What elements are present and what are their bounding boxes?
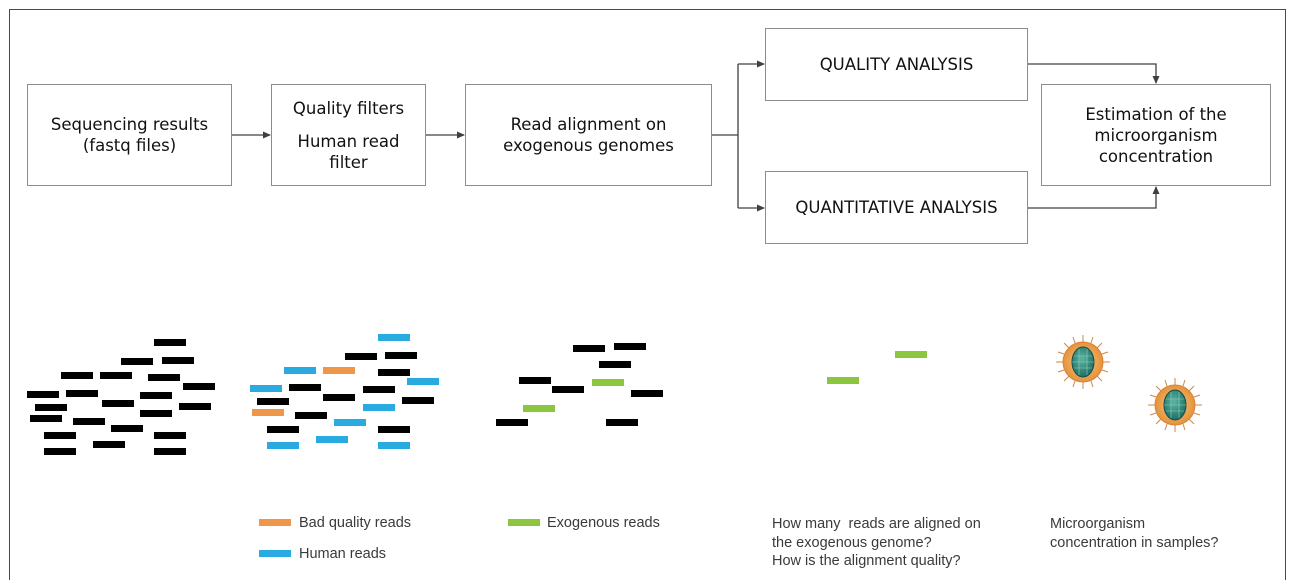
flow-connectors xyxy=(232,60,1160,212)
read-human xyxy=(378,442,410,449)
read-black xyxy=(44,448,76,455)
read-black xyxy=(66,390,98,397)
arrow-quantitative-to-estimation xyxy=(1028,186,1160,209)
filtered-reads-group xyxy=(250,334,439,449)
human-filter-line-2: filter xyxy=(329,152,368,172)
legend-human-swatch xyxy=(259,550,291,557)
read-black xyxy=(162,357,194,364)
sequencing-line-2: (fastq files) xyxy=(82,136,177,155)
legend-human-label: Human reads xyxy=(299,546,387,562)
read-black xyxy=(183,383,215,390)
arrow-quality-to-estimation xyxy=(1028,63,1160,84)
read-black xyxy=(295,412,327,419)
microorganism-question-line-1: Microorganism xyxy=(1050,516,1146,532)
read-black xyxy=(631,390,663,397)
raw-reads-group xyxy=(27,339,215,455)
read-black xyxy=(154,448,186,455)
sequencing-results-box: Sequencing results (fastq files) xyxy=(27,84,232,186)
read-black xyxy=(44,432,76,439)
estimation-box: Estimation of the microorganism concentr… xyxy=(1041,84,1271,186)
quantitative-analysis-label: QUANTITATIVE ANALYSIS xyxy=(795,198,998,217)
quality-analysis-box: QUALITY ANALYSIS xyxy=(765,28,1028,101)
read-black xyxy=(402,397,434,404)
read-black xyxy=(599,361,631,368)
read-black xyxy=(61,372,93,379)
read-black xyxy=(323,394,355,401)
quality-filters-label: Quality filters xyxy=(292,98,405,118)
read-black xyxy=(30,415,62,422)
read-human xyxy=(250,385,282,392)
read-black xyxy=(111,425,143,432)
read-human xyxy=(316,436,348,443)
quality-analysis-label: QUALITY ANALYSIS xyxy=(819,55,974,74)
read-human xyxy=(334,419,366,426)
read-human xyxy=(284,367,316,374)
read-black xyxy=(35,404,67,411)
read-black xyxy=(496,419,528,426)
read-black xyxy=(573,345,605,352)
read-black xyxy=(267,426,299,433)
read-human xyxy=(363,404,395,411)
read-exogenous xyxy=(592,379,624,386)
alignment-line-1: Read alignment on xyxy=(510,115,667,134)
alignment-question-line-1: How many reads are aligned on xyxy=(772,516,981,532)
read-black xyxy=(606,419,638,426)
read-bad-quality xyxy=(323,367,355,374)
read-black xyxy=(154,432,186,439)
read-black xyxy=(154,339,186,346)
alignment-question-line-3: How is the alignment quality? xyxy=(772,553,961,569)
quantitative-analysis-box: QUANTITATIVE ANALYSIS xyxy=(765,171,1028,244)
read-black xyxy=(148,374,180,381)
read-black xyxy=(519,377,551,384)
legend-exogenous-label: Exogenous reads xyxy=(547,515,660,531)
read-black xyxy=(140,392,172,399)
microorganism-cell-icon xyxy=(1148,378,1202,432)
read-black xyxy=(289,384,321,391)
read-black xyxy=(257,398,289,405)
read-black xyxy=(73,418,105,425)
alignment-line-2: exogenous genomes xyxy=(503,136,674,155)
legend-exogenous-swatch xyxy=(508,519,540,526)
microorganism-question-line-2: concentration in samples? xyxy=(1050,534,1219,551)
legend-bad-quality-label: Bad quality reads xyxy=(299,515,412,531)
read-human xyxy=(378,334,410,341)
read-black xyxy=(378,426,410,433)
read-black xyxy=(100,372,132,379)
filters-box: Quality filters Human read filter xyxy=(271,84,426,186)
alignment-question-caption: How many reads are aligned on the exogen… xyxy=(772,515,981,571)
read-black xyxy=(179,403,211,410)
read-exogenous xyxy=(827,377,859,384)
read-bad-quality xyxy=(252,409,284,416)
estimation-line-2: microorganism xyxy=(1094,125,1218,145)
estimation-line-1: Estimation of the xyxy=(1085,104,1227,124)
sequencing-line-1: Sequencing results xyxy=(50,115,209,134)
estimation-line-3: concentration xyxy=(1098,146,1214,166)
read-black xyxy=(552,386,584,393)
microorganism-question-caption: Microorganism concentration in samples? xyxy=(1050,515,1218,552)
read-black xyxy=(614,343,646,350)
human-filter-line-1: Human read xyxy=(297,131,400,151)
microorganism-cell-icon xyxy=(1056,335,1110,389)
read-black xyxy=(27,391,59,398)
read-human xyxy=(407,378,439,385)
read-black xyxy=(102,400,134,407)
read-black xyxy=(140,410,172,417)
alignment-question-line-2: the exogenous genome? xyxy=(772,534,932,551)
read-black xyxy=(345,353,377,360)
legend-bad-quality-swatch xyxy=(259,519,291,526)
exogenous-reads-group xyxy=(827,351,927,384)
read-black xyxy=(121,358,153,365)
read-exogenous xyxy=(523,405,555,412)
read-alignment-box: Read alignment on exogenous genomes xyxy=(465,84,712,186)
read-black xyxy=(363,386,395,393)
read-black xyxy=(93,441,125,448)
aligned-reads-group xyxy=(496,343,663,426)
read-exogenous xyxy=(895,351,927,358)
read-human xyxy=(267,442,299,449)
read-black xyxy=(385,352,417,359)
read-black xyxy=(378,369,410,376)
